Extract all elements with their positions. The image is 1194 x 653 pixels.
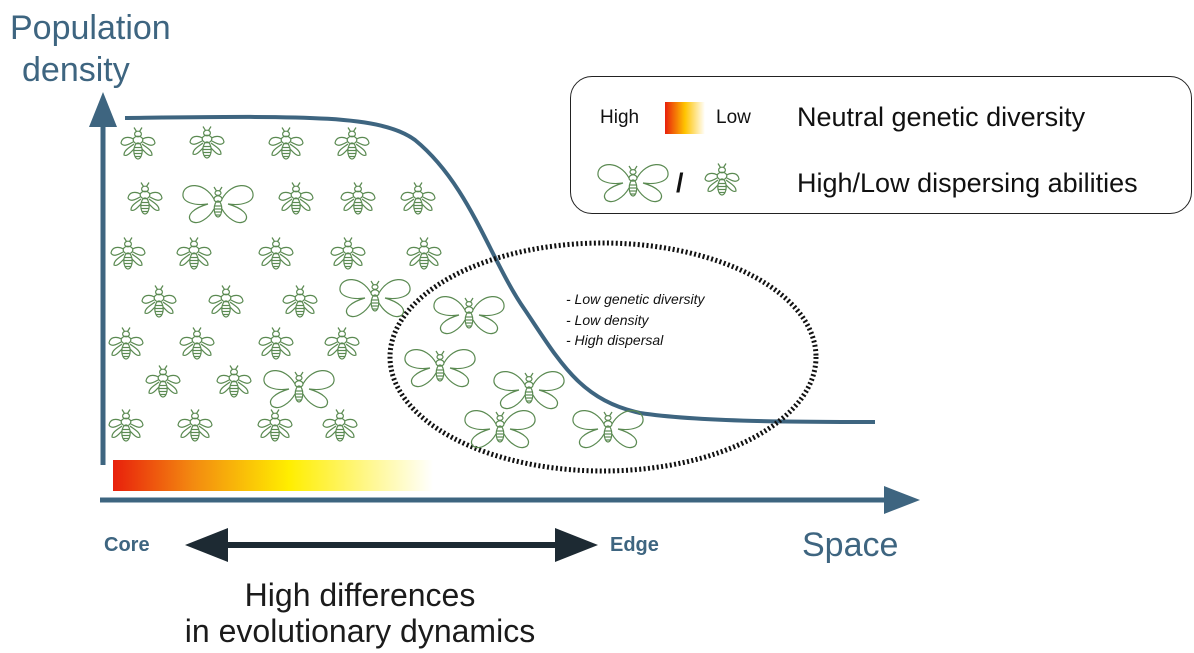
- legend-diversity-label: Neutral genetic diversity: [797, 102, 1086, 132]
- edge-note-3: - High dispersal: [566, 332, 664, 348]
- caption-line2: in evolutionary dynamics: [184, 613, 536, 649]
- x-axis-title: Space: [802, 526, 899, 564]
- legend-slash: /: [676, 168, 684, 198]
- edge-note-2: - Low density: [566, 312, 649, 328]
- legend-low-label: Low: [716, 107, 751, 128]
- legend-box: [570, 76, 1192, 214]
- x-axis: [100, 486, 920, 514]
- insect-icons: [108, 125, 644, 449]
- y-axis-title-line1: Population: [10, 9, 171, 47]
- legend-dispersal-label: High/Low dispersing abilities: [797, 168, 1138, 198]
- edge-region-ellipse: [387, 240, 819, 474]
- core-label: Core: [104, 534, 150, 556]
- edge-label: Edge: [610, 534, 659, 556]
- legend-gradient-swatch: [665, 102, 705, 134]
- legend-high-label: High: [600, 107, 640, 128]
- y-axis: [89, 92, 117, 465]
- caption-line1: High differences: [244, 577, 476, 613]
- diversity-gradient-bar: [113, 460, 433, 491]
- y-axis-title-line2: density: [22, 51, 130, 89]
- core-edge-arrow: [185, 528, 598, 562]
- density-curve: [124, 114, 876, 424]
- edge-note-1: - Low genetic diversity: [566, 291, 705, 307]
